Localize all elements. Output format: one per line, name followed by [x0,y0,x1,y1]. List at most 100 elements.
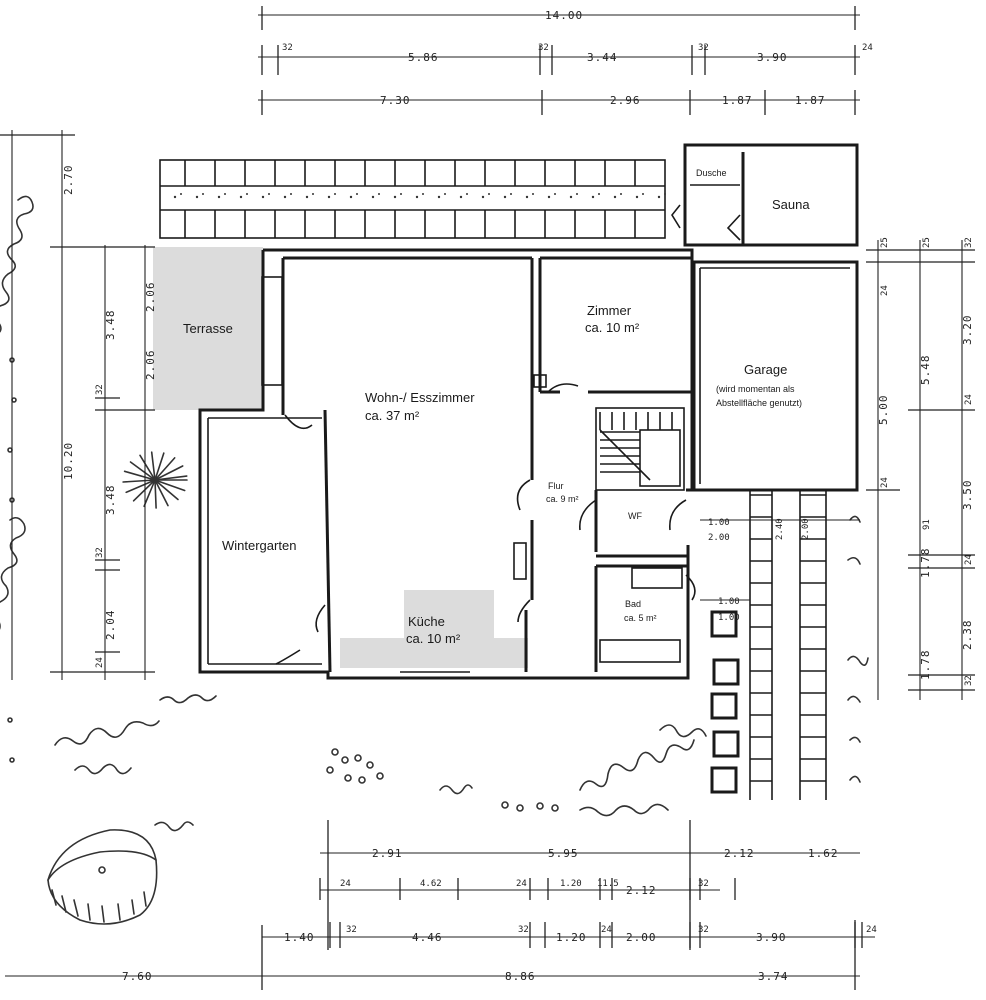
dim-bottom-row3-8: 3.90 [756,931,787,944]
sauna-block [671,143,859,247]
dim-top-row2-2: 32 [538,43,549,53]
room-bad-area: ca. 5 m² [624,613,657,623]
room-kueche-area: ca. 10 m² [406,631,461,646]
dim-bottom-row2-5: 2.12 [626,884,657,897]
room-flur-name: Flur [548,481,564,491]
dim-left-h: 24 [95,657,105,668]
dim-mid-m1: 1.00 [708,518,730,528]
dim-right-r12: 91 [922,519,932,530]
dim-right-r10: 3.50 [961,480,974,511]
dim-bottom-row1-3: 1.62 [808,847,839,860]
vegetation [0,195,869,925]
dim-mid-m5: 1.00 [718,597,740,607]
dim-right-r13: 24 [964,554,974,565]
driveway [710,490,827,800]
kitchen-counter [340,638,528,668]
drive-dimensions: 1.00 2.00 2.40 2.00 1.00 1.00 [700,518,860,623]
dim-right-r6: 5.48 [919,355,932,386]
room-bad-name: Bad [625,599,641,609]
dim-bottom-row2-4: 11.5 [597,879,619,889]
dim-right-r2: 25 [922,237,932,248]
dim-top-row3-0: 7.30 [380,94,411,107]
dim-right-r7: 5.00 [877,395,890,426]
top-dimensions: 14.00 32 5.86 32 3.44 32 3.90 24 7.30 2.96 1.87 1… [258,6,873,115]
dim-mid-m4: 2.00 [801,518,811,540]
dim-bottom-row3-3: 32 [518,925,529,935]
room-sauna: Sauna [772,197,810,212]
dim-right-r8: 24 [964,394,974,405]
dim-top-row2-6: 24 [862,43,873,53]
dim-top-row2-0: 32 [282,43,293,53]
dim-right-r4: 24 [880,285,890,296]
dim-top-row2-5: 3.90 [757,51,788,64]
room-wf: WF [628,511,642,521]
dim-right-r15: 2.38 [961,620,974,651]
dim-left-b: 2.06 [144,282,157,313]
terrace-area [153,247,263,410]
house-walls [198,248,696,680]
room-garage-note2: Abstellfläche genutzt) [716,398,802,408]
dim-top-row3-2: 1.87 [722,94,753,107]
dim-bottom-row3-1: 32 [346,925,357,935]
dim-top-row3-3: 1.87 [795,94,826,107]
room-terrasse: Terrasse [183,321,233,336]
dim-bottom-row3-2: 4.46 [412,931,443,944]
garage-walls [692,260,859,492]
dim-right-r11: 1.78 [919,548,932,579]
room-garage-name: Garage [744,362,787,377]
dim-bottom-row2-2: 24 [516,879,527,889]
dim-left-e: 3.48 [104,485,117,516]
dim-right-r1: 25 [880,237,890,248]
dim-top-row2-3: 3.44 [587,51,618,64]
room-wohn-name: Wohn-/ Esszimmer [365,390,475,405]
dim-right-r5: 3.20 [961,315,974,346]
dim-left-f: 32 [95,547,105,558]
dim-left-d: 32 [95,384,105,395]
dim-bottom-row2-6: 32 [698,879,709,889]
dim-right-r14: 1.78 [919,650,932,681]
dim-bottom-row4-1: 8.86 [505,970,536,983]
room-zimmer-area: ca. 10 m² [585,320,640,335]
right-dimensions: 25 25 32 24 3.20 5.48 5.00 24 24 3.50 1.… [866,237,975,700]
dim-bottom-row3-5: 24 [601,925,612,935]
room-zimmer-name: Zimmer [587,303,632,318]
room-wohn-area: ca. 37 m² [365,408,420,423]
dim-bottom-row2-0: 24 [340,879,351,889]
room-garage-note1: (wird momentan als [716,384,795,394]
dim-bottom-row4-0: 7.60 [122,970,153,983]
dim-left-a: 3.48 [104,310,117,341]
room-wintergarten: Wintergarten [222,538,296,553]
dim-bottom-row3-4: 1.20 [556,931,587,944]
room-flur-area: ca. 9 m² [546,494,579,504]
room-kueche-name: Küche [408,614,445,629]
dim-bottom-row4-2: 3.74 [758,970,789,983]
dim-left-c: 2.06 [144,350,157,381]
bottom-dimensions: 2.91 5.95 2.12 1.62 24 4.62 24 1.20 11.5 2.12 32 1.… [5,820,877,990]
paving-top [159,159,666,239]
room-dusche: Dusche [696,168,727,178]
dim-bottom-row1-2: 2.12 [724,847,755,860]
dim-right-r3: 32 [964,237,974,248]
dim-right-r16: 32 [964,675,974,686]
dim-bottom-row3-7: 32 [698,925,709,935]
dim-bottom-row2-3: 1.20 [560,879,582,889]
dim-top-row2-4: 32 [698,43,709,53]
kitchen-area [404,590,494,638]
dim-top-row2-1: 5.86 [408,51,439,64]
dim-mid-m3: 2.40 [775,518,785,540]
dim-left-g: 2.04 [104,610,117,641]
dim-bottom-row3-0: 1.40 [284,931,315,944]
dim-bottom-row3-9: 24 [866,925,877,935]
dim-mid-m6: 1.00 [718,613,740,623]
dim-left-total: 10.20 [62,442,75,480]
dim-bottom-row2-1: 4.62 [420,879,442,889]
dim-right-r9: 24 [880,477,890,488]
staircase [599,412,681,487]
dim-bottom-row1-1: 5.95 [548,847,579,860]
left-dimensions: 2.70 10.20 3.48 2.06 2.06 32 3.48 32 2.0… [0,130,157,680]
dim-mid-m2: 2.00 [708,533,730,543]
dim-top-row3-1: 2.96 [610,94,641,107]
dim-top-total: 14.00 [545,9,583,22]
dim-bottom-row1-0: 2.91 [372,847,403,860]
